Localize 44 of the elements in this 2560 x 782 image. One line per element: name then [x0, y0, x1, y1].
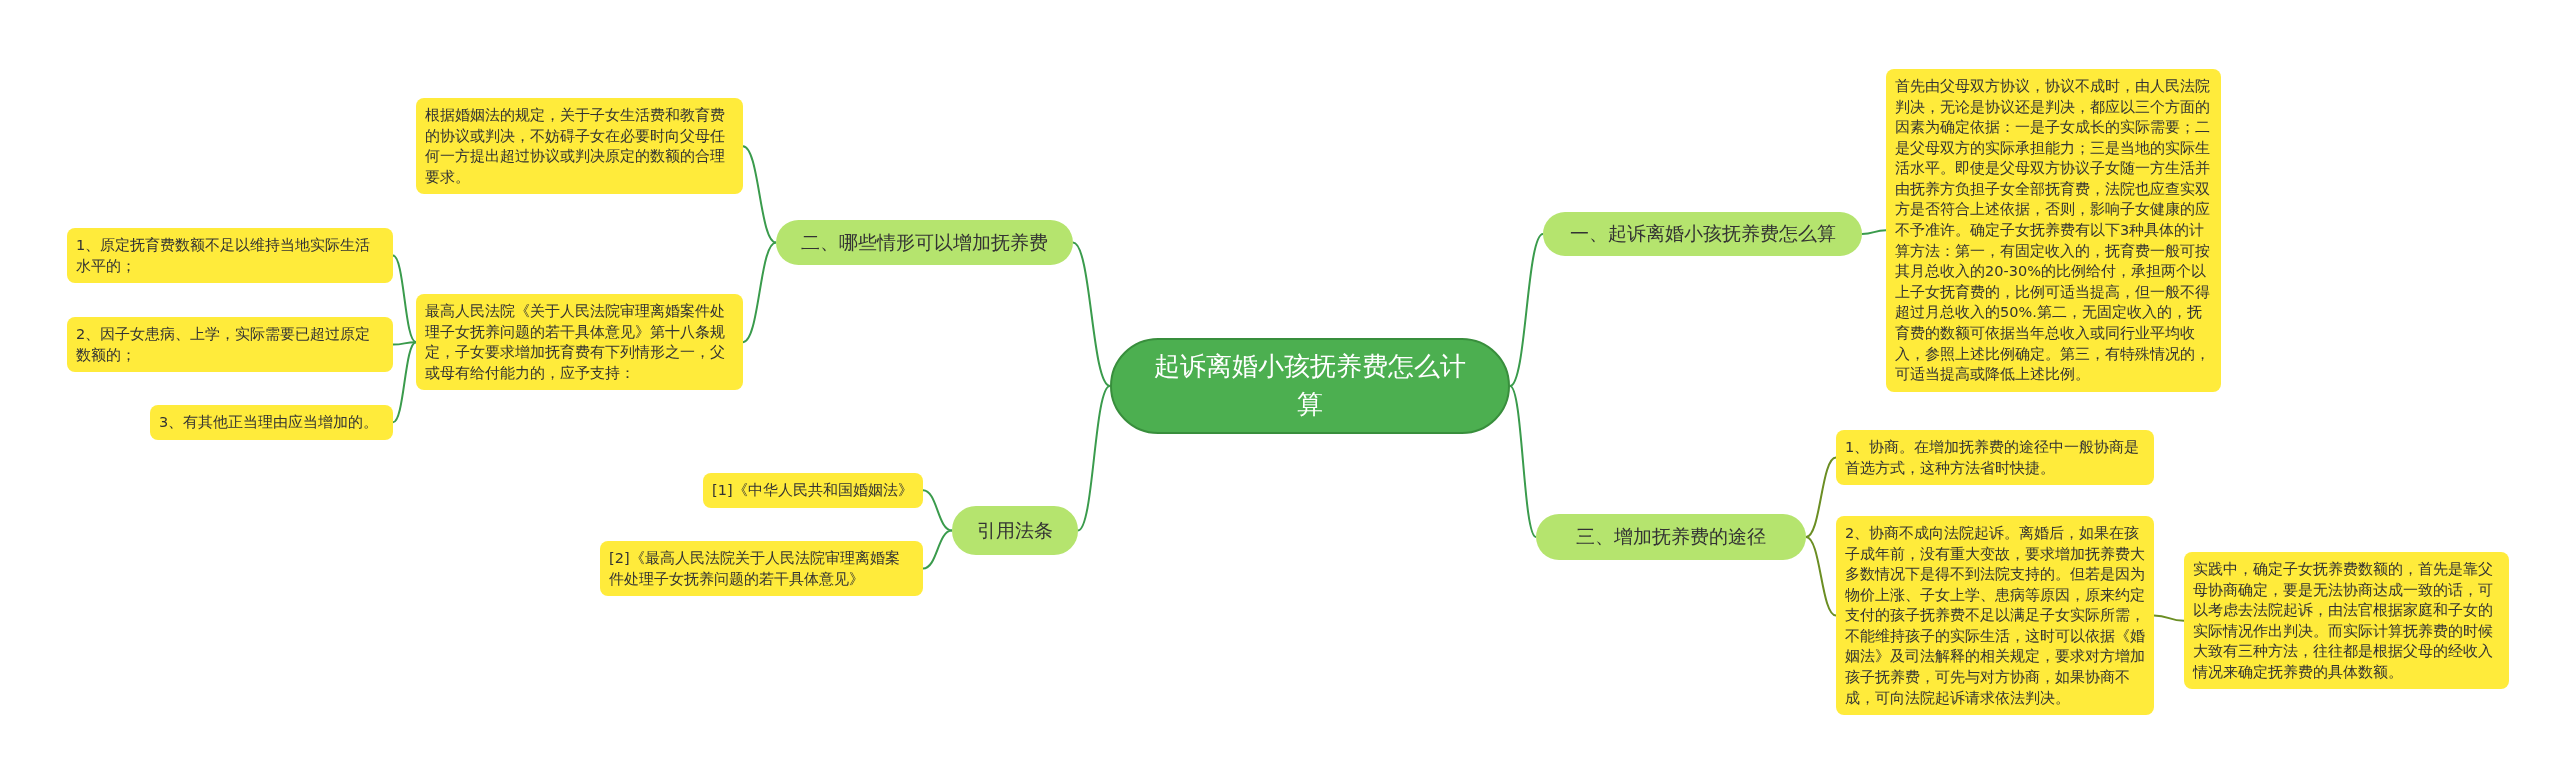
note-card: [416, 294, 743, 391]
note-card: [2184, 552, 2509, 690]
connector-line: [1509, 233, 1544, 387]
connector-line: [1805, 456, 1837, 538]
topic-text: 二、哪些情形可以增加抚养费: [801, 229, 1048, 255]
connector-line: [1072, 241, 1111, 387]
connector-line: [922, 489, 953, 532]
branch-topic: [776, 220, 1073, 265]
topic-text: [2]《最高人民法院关于人民法院审理离婚案件处理子女抚养问题的若干具体意见》: [609, 550, 900, 587]
topic-text: 3、有其他正当理由应当增加的。: [159, 414, 379, 430]
connector-line: [392, 254, 417, 344]
topic-text: 1、协商。在增加抚养费的途径中一般协商是首选方式，这种方法省时快捷。: [1845, 439, 2140, 476]
note-card: [703, 473, 923, 508]
topic-text: 1、原定抚育费数额不足以维持当地实际生活水平的；: [76, 237, 371, 274]
topic-text: 最高人民法院《关于人民法院审理离婚案件处理子女抚养问题的若干具体意见》第十八条规定，子女要求增加抚育费有下列情形之一，父或母有给付能力的，应予支持：: [425, 303, 725, 381]
note-card: [600, 541, 923, 597]
connector-line: [742, 145, 777, 244]
note-card: [150, 405, 393, 440]
connector-line: [1805, 536, 1837, 617]
note-card: [67, 317, 393, 373]
connector-line: [2153, 614, 2185, 622]
topic-text: 首先由父母双方协议，协议不成时，由人民法院判决，无论是协议还是判决，都应以三个方面的因素为确定依据：一是子女成长的实际需要；二是父母双方的实际承担能力；三是当地的实际生活水平。即使是父母双方协议子女随一方生活并由抚养方负担子女全部抚育费，法院也应查实双方是否符合上述依据，否则，影响子女健康的应不予准许。确定子女抚养费有以下3种具体的计算方法：第一，有固定收入的，抚育费一般可按其月总收入的20-30%的比例给付，承担两个以上子女抚育费的，比例可适当提高，但一般不得超过月总收入的50%.第二，无固定收入的，抚育费的数额可依据当年总收入或同行业平均收入，参照上述比例确定。第三，有特殊情况的，可适当提高或降低上述比例。: [1895, 78, 2210, 383]
connector-line: [1077, 385, 1111, 532]
topic-text: 引用法条: [977, 517, 1053, 543]
topic-text: 一、起诉离婚小孩抚养费怎么算: [1569, 221, 1836, 246]
connector-line: [392, 341, 417, 424]
note-card: [1836, 430, 2154, 486]
connector-line: [1509, 385, 1537, 538]
topic-text: 三、增加抚养费的途径: [1576, 524, 1766, 549]
connector-line: [1861, 229, 1887, 235]
note-card: [416, 98, 743, 195]
connector-line: [742, 241, 777, 344]
topic-text: [1]《中华人民共和国婚姻法》: [712, 482, 913, 498]
connector-line: [392, 341, 417, 346]
topic-text: 起诉离婚小孩抚养费怎么计算: [1153, 350, 1467, 421]
branch-topic: [1536, 514, 1806, 560]
branch-topic: [1543, 212, 1862, 256]
note-card: [67, 228, 393, 284]
connector-line: [922, 529, 953, 570]
topic-text: 根据婚姻法的规定，关于子女生活费和教育费的协议或判决，不妨碍子女在必要时向父母任何一方提出超过协议或判决原定的数额的合理要求。: [425, 107, 725, 185]
topic-text: 2、因子女患病、上学，实际需要已超过原定数额的；: [76, 326, 371, 363]
topic-text: 实践中，确定子女抚养费数额的，首先是靠父母协商确定，要是无法协商达成一致的话，可以考虑去法院起诉，由法官根据家庭和子女的实际情况作出判决。而实际计算抚养费的时候大致有三种方法，往往都是根据父母的经收入情况来确定抚养费的具体数额。: [2193, 561, 2493, 680]
topic-text: 2、协商不成向法院起诉。离婚后，如果在孩子成年前，没有重大变故，要求增加抚养费大多数情况下是得不到法院支持的。但若是因为物价上涨、子女上学、患病等原因，原来约定支付的孩子抚养费不足以满足子女实际所需，不能维持孩子的实际生活，这时可以依据《婚姻法》及司法解释的相关规定，要求对方增加孩子抚养费，可先与对方协商，如果协商不成，可向法院起诉请求依法判决。: [1845, 525, 2145, 706]
branch-topic: [952, 506, 1078, 555]
